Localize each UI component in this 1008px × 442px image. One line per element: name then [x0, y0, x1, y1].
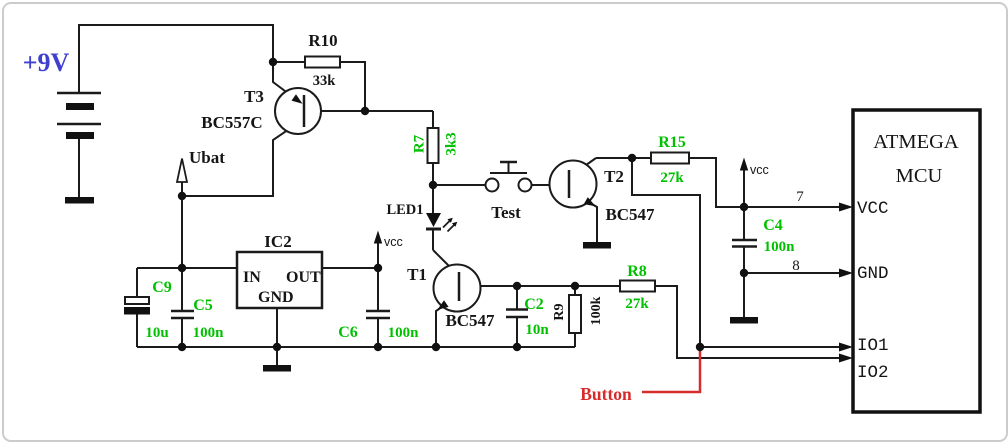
- mcu-pin7-number: 7: [796, 189, 804, 205]
- t1-emitter-arrow: [437, 300, 449, 310]
- ground-symbol-c4: [730, 317, 758, 324]
- r10-value-label: 33k: [313, 73, 337, 89]
- wire-t2-to-io1: [631, 158, 701, 347]
- transistor-t3: T3 BC557C: [201, 87, 322, 135]
- resistor-r8: R8 27k: [619, 263, 656, 312]
- vcc-arrow-icon: [373, 230, 383, 244]
- c2-ref-label: C2: [524, 296, 544, 313]
- c9-value-label: 10u: [145, 325, 168, 341]
- led-ray2-head: [451, 221, 458, 227]
- r7-value-label: 3k3: [444, 132, 460, 155]
- c9-ref-label: C9: [152, 279, 172, 296]
- t2-part-label: BC547: [605, 205, 655, 224]
- mcu-pin-gnd-label: GND: [857, 264, 889, 284]
- t3-part-label: BC557C: [201, 113, 262, 132]
- r9-ref-label: R9: [552, 303, 567, 320]
- wire-r15-right: [689, 157, 744, 208]
- battery-9v: +9V: [23, 48, 101, 204]
- ic2-ref-label: IC2: [264, 232, 291, 251]
- r10-ref-label: R10: [308, 31, 337, 50]
- led-led1: LED1: [386, 202, 458, 233]
- battery-voltage-label: +9V: [23, 48, 70, 77]
- ground-symbol-battery: [65, 197, 94, 204]
- capacitor-c2: C2 10n: [506, 296, 549, 338]
- switch-contact-right: [517, 177, 533, 193]
- wire-r8-to-io2: [655, 285, 839, 359]
- c5-ref-label: C5: [193, 297, 213, 314]
- led-triangle: [426, 213, 441, 227]
- mcu-pin8-number: 8: [792, 258, 800, 274]
- mcu-title-line1: ATMEGA: [873, 131, 959, 153]
- mcu-pin-vcc-label: VCC: [857, 199, 889, 219]
- c5-value-label: 100n: [193, 325, 225, 341]
- ic2-pin-in-label: IN: [243, 269, 261, 286]
- wire-r10-right: [340, 61, 366, 111]
- capacitor-c6: C6 100n: [338, 309, 420, 341]
- net-ubat: Ubat: [175, 148, 225, 196]
- r7-ref-label: R7: [412, 134, 428, 153]
- test-label: Test: [491, 203, 521, 222]
- switch-contact-left: [484, 177, 500, 193]
- resistor-r7: R7 3k3: [412, 127, 460, 164]
- net-vcc-c4: vcc: [739, 157, 769, 177]
- vcc-label-c6: vcc: [384, 235, 403, 249]
- ic2-pin-gnd-label: GND: [258, 289, 294, 306]
- t2-ref-label: T2: [604, 167, 624, 186]
- ic2-regulator: IC2 IN OUT GND: [235, 232, 324, 372]
- junction-dots: [177, 57, 749, 352]
- ground-symbol-t2: [583, 242, 611, 249]
- t3-emitter-arrow: [291, 94, 303, 104]
- transistor-t1: T1 BC547: [407, 263, 495, 330]
- led1-ref-label: LED1: [386, 202, 423, 218]
- ubat-label: Ubat: [189, 148, 225, 167]
- button-annotation: Button: [580, 384, 632, 404]
- capacitor-c5: C5 100n: [171, 297, 224, 341]
- vcc-label-c4: vcc: [750, 163, 769, 177]
- net-vcc-c6: vcc: [373, 230, 403, 249]
- c4-value-label: 100n: [764, 239, 796, 255]
- mcu-io1-pin-arrow: [839, 342, 853, 352]
- ic2-pin-out-label: OUT: [286, 269, 321, 286]
- ground-symbol-ic2: [263, 365, 291, 372]
- resistor-r10: R10 33k: [304, 31, 341, 89]
- r15-ref-label: R15: [658, 134, 686, 151]
- c6-ref-label: C6: [338, 324, 358, 341]
- mcu-body: [851, 108, 982, 414]
- mcu-pin-io1-label: IO1: [857, 336, 889, 356]
- r8-value-label: 27k: [625, 296, 649, 312]
- resistor-r15: R15 27k: [650, 134, 690, 186]
- battery-plate-short1: [66, 103, 94, 110]
- mcu-io2-pin-arrow: [839, 353, 853, 363]
- battery-plate-short2: [66, 132, 94, 139]
- vcc-arrow-icon: [739, 157, 749, 171]
- ic2-body: [235, 250, 324, 310]
- mcu-pin-io2-label: IO2: [857, 363, 889, 383]
- transistor-t2: T2 BC547: [548, 159, 655, 249]
- t3-ref-label: T3: [244, 87, 264, 106]
- r8-ref-label: R8: [627, 263, 647, 280]
- test-pushbutton: Test: [484, 160, 533, 222]
- t1-ref-label: T1: [407, 265, 427, 284]
- mcu-gnd-pin-arrow: [839, 268, 853, 278]
- t1-part-label: BC547: [445, 311, 495, 330]
- capacitor-c4: C4 100n: [732, 217, 795, 255]
- mcu-block: ATMEGA MCU VCC GND IO1 IO2 7 8: [792, 108, 982, 414]
- r15-value-label: 27k: [660, 170, 684, 186]
- capacitor-c9: C9 10u: [124, 279, 172, 341]
- c4-ref-label: C4: [763, 217, 783, 234]
- resistor-r9: R9 100k: [552, 294, 604, 334]
- ground-c4: [730, 317, 758, 324]
- ubat-arrow-icon: [175, 158, 189, 183]
- mcu-title-line2: MCU: [896, 165, 943, 187]
- wire-battery-to-rail: [78, 24, 274, 93]
- mcu-vcc-pin-arrow: [839, 202, 853, 212]
- led-ray1-head: [447, 217, 453, 223]
- r9-value-label: 100k: [589, 296, 604, 325]
- wire-button-callout: [642, 347, 702, 394]
- c6-value-label: 100n: [388, 325, 420, 341]
- t2-emitter-arrow: [583, 197, 596, 207]
- c2-value-label: 10n: [525, 322, 549, 338]
